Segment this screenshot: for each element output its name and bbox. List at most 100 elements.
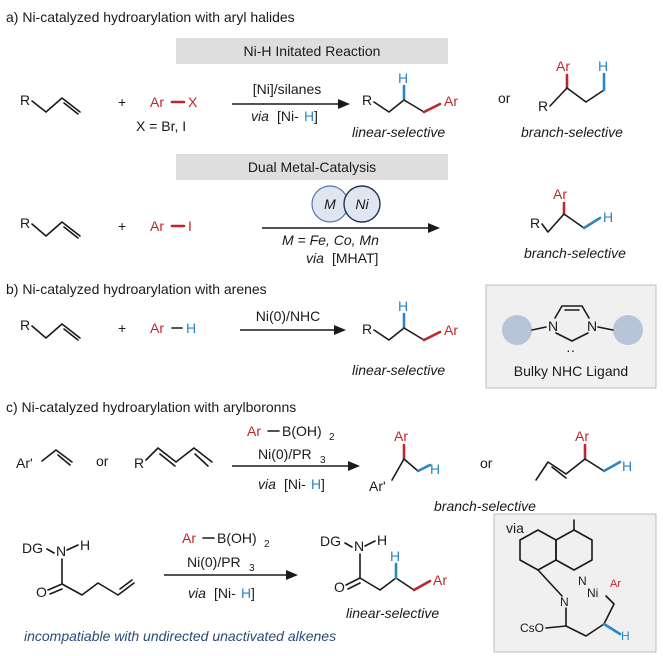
ar-label-lin-b: Ar bbox=[444, 322, 458, 338]
r-label-br-a2: R bbox=[530, 215, 540, 231]
banner-nih bbox=[176, 38, 448, 64]
diene-chain bbox=[145, 447, 213, 463]
ni-label-box: Ni bbox=[587, 586, 598, 600]
terminal-alkene-double bbox=[119, 579, 133, 590]
n-label-prod: N bbox=[354, 538, 364, 554]
x-equals-label: X = Br, I bbox=[136, 118, 186, 134]
ar-label-prod: Ar bbox=[433, 572, 447, 588]
nhc-ligand-label: Bulky NHC Ligand bbox=[514, 363, 628, 379]
nih-h-a1: H bbox=[304, 108, 314, 124]
styrene-double bbox=[57, 454, 71, 466]
via-a2: via bbox=[306, 250, 324, 266]
arrowhead-b bbox=[334, 325, 346, 335]
i-label-a2: I bbox=[188, 218, 192, 234]
cso-label: CsO bbox=[520, 621, 544, 635]
linear-label-c: linear-selective bbox=[346, 605, 439, 621]
h-label-br-c2: H bbox=[622, 458, 632, 474]
plus-b: + bbox=[118, 320, 126, 336]
ar-bond-prod bbox=[412, 579, 432, 592]
nhc-ring-top bbox=[554, 305, 590, 319]
nih-suffix-a1: ] bbox=[314, 108, 318, 124]
ni-pr3-c2: Ni(0)/PR bbox=[187, 554, 241, 570]
via-c2: via bbox=[188, 585, 206, 601]
ar-label-c2-reagent: Ar bbox=[182, 530, 196, 546]
n-h-bond bbox=[66, 544, 79, 551]
incompatible-note: incompatiable with undirected unactivate… bbox=[24, 628, 336, 644]
co-bond-prod2 bbox=[347, 582, 361, 590]
nih-h-c1: H bbox=[311, 476, 321, 492]
ar-label-br-c1: Ar bbox=[394, 428, 408, 444]
styrene-bonds bbox=[41, 449, 73, 463]
n-h-bond-prod bbox=[364, 540, 376, 547]
diene-double2 bbox=[194, 453, 209, 467]
or-c2: or bbox=[480, 455, 493, 471]
dg-label-c2: DG bbox=[22, 540, 43, 556]
nih-h-c2: H bbox=[241, 585, 251, 601]
co-bond-prod1 bbox=[345, 577, 361, 586]
h-label-c2: H bbox=[80, 537, 90, 553]
chain-br-a2 bbox=[541, 213, 585, 233]
intermediate-box bbox=[493, 513, 657, 653]
h-label-prod-nh: H bbox=[377, 532, 387, 548]
o-label-prod: O bbox=[334, 579, 345, 595]
h-bond-br-c1 bbox=[416, 463, 432, 473]
chain-lin-a2 bbox=[403, 99, 425, 113]
ar-bond-lin-a bbox=[422, 102, 442, 114]
boronic-c2: B(OH) bbox=[217, 530, 257, 546]
boronic-c1: B(OH) bbox=[282, 423, 322, 439]
ar-prime-label-br-c1: Ar' bbox=[369, 478, 386, 494]
dg-label-prod: DG bbox=[320, 533, 341, 549]
ni-cycle-icon bbox=[343, 185, 381, 223]
r-label-lin-b: R bbox=[362, 321, 372, 337]
ni-pr3-c1: Ni(0)/PR bbox=[258, 446, 312, 462]
chain-br-c2 bbox=[535, 458, 605, 481]
m-label: M bbox=[324, 196, 336, 212]
banner-nih-label: Ni-H Initated Reaction bbox=[244, 43, 381, 59]
nhc-lone-pair: ·· bbox=[566, 342, 575, 358]
ar-label-br-a2: Ar bbox=[553, 186, 567, 202]
ar-label-c1-reagent: Ar bbox=[247, 423, 261, 439]
or-a1: or bbox=[498, 90, 511, 106]
chain-br-c1 bbox=[391, 458, 419, 481]
ar-label-b: Ar bbox=[150, 320, 164, 336]
nhc-ring-bottom bbox=[555, 332, 589, 342]
chain-br-c2-double bbox=[551, 466, 567, 479]
chain-lin-b bbox=[373, 327, 405, 341]
via-box-label: via bbox=[506, 520, 524, 536]
bulky-group-left bbox=[502, 315, 532, 345]
h-label-b: H bbox=[186, 320, 196, 336]
co-bond2 bbox=[49, 588, 63, 595]
arrowhead-a2 bbox=[428, 223, 440, 233]
nih-suffix-c2: ] bbox=[251, 585, 255, 601]
cso-bond bbox=[545, 625, 567, 629]
via-a1: via bbox=[251, 108, 269, 124]
boronic-sub-c2: 2 bbox=[264, 539, 270, 550]
chain-lin-a bbox=[373, 99, 405, 113]
box-bond-n bbox=[537, 569, 563, 597]
diene-double1 bbox=[159, 453, 176, 467]
r-label-a2: R bbox=[20, 215, 30, 231]
section-b-title: b) Ni-catalyzed hydroarylation with aren… bbox=[6, 281, 267, 297]
reagent-ni-silanes: [Ni]/silanes bbox=[253, 81, 321, 97]
section-a-title: a) Ni-catalyzed hydroarylation with aryl… bbox=[6, 9, 295, 25]
amide-chain-prod bbox=[359, 553, 415, 591]
arrowhead-c1 bbox=[348, 461, 360, 471]
linear-label-b: linear-selective bbox=[352, 362, 445, 378]
nhc-n-right: N bbox=[587, 318, 597, 334]
boronic-sub-c1: 2 bbox=[329, 432, 335, 443]
metals-label: M = Fe, Co, Mn bbox=[282, 232, 379, 248]
mhat-label: [MHAT] bbox=[332, 250, 378, 266]
branch-label-c: branch-selective bbox=[434, 498, 536, 514]
section-c-title: c) Ni-catalyzed hydroarylation with aryl… bbox=[6, 399, 296, 415]
box-chain bbox=[565, 595, 615, 637]
nih-prefix-a1: [Ni- bbox=[277, 108, 299, 124]
alkene-a1 bbox=[31, 97, 81, 113]
n-label-c2: N bbox=[56, 543, 66, 559]
x-label-a1: X bbox=[188, 94, 198, 110]
h-label-br-a2: H bbox=[603, 209, 613, 225]
h-label-lin-b: H bbox=[398, 298, 408, 314]
h-label-prod: H bbox=[390, 548, 400, 564]
alkene-a1-double bbox=[63, 102, 79, 115]
ni-pr3-sub-c1: 3 bbox=[320, 455, 326, 466]
